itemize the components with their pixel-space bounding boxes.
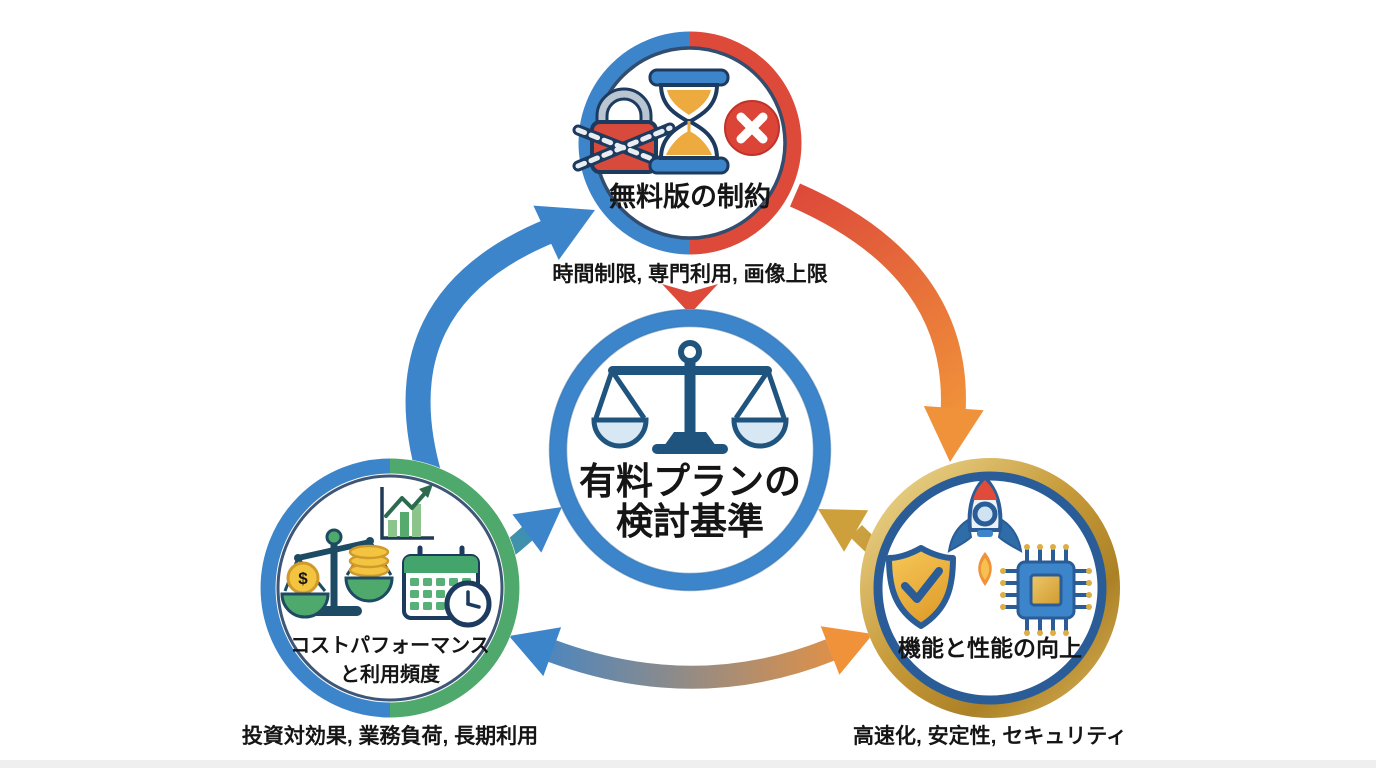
balance-scale-icon <box>591 340 789 454</box>
x-mark-icon <box>724 100 780 156</box>
center-label-line2: 検討基準 <box>616 501 764 542</box>
node-center: 有料プランの 検討基準 <box>548 308 832 592</box>
right-ring-blue <box>873 471 1107 705</box>
node-left-label-line1: コストパフォーマンス <box>290 634 490 657</box>
bottom-edge-line <box>0 760 1376 768</box>
node-top-label: 無料版の制約 <box>609 181 771 212</box>
node-right-label: 機能と性能の向上 <box>898 635 1082 661</box>
growth-bar-chart-icon <box>380 484 434 540</box>
cycle-arrows <box>405 183 984 689</box>
arrow-left-to-top <box>405 205 595 482</box>
top-ring-blue-half <box>578 31 691 255</box>
center-label-line1: 有料プランの <box>579 461 801 502</box>
calendar-clock-icon <box>402 545 492 628</box>
node-top: 無料版の制約 <box>572 31 802 255</box>
arrow-top-to-center <box>662 284 718 314</box>
center-ring <box>549 309 831 591</box>
node-right: 機能と性能の向上 <box>860 458 1120 718</box>
cpu-chip-icon <box>1000 544 1092 636</box>
arrow-bottom-bidirectional <box>509 626 873 689</box>
rocket-icon <box>947 475 1023 586</box>
node-left-label-line2: と利用頻度 <box>340 662 441 686</box>
sublabel-top: 時間制限, 専門利用, 画像上限 <box>552 262 827 286</box>
sublabel-left: 投資対効果, 業務負荷, 長期利用 <box>242 724 538 748</box>
left-ring-green-half <box>389 458 520 718</box>
dollar-sign: $ <box>298 569 308 588</box>
shield-check-icon <box>886 545 956 629</box>
left-ring-blue-half <box>260 458 391 718</box>
hourglass-icon <box>648 68 730 175</box>
right-ring-gold <box>860 458 1120 718</box>
sublabel-right: 高速化, 安定性, セキュリティ <box>853 724 1127 748</box>
arrow-top-to-right <box>789 183 984 462</box>
top-ring-red-half <box>689 31 802 255</box>
sublabels: 時間制限, 専門利用, 画像上限 投資対効果, 業務負荷, 長期利用 高速化, … <box>242 262 1127 748</box>
tilted-balance-coins-icon: $ <box>280 528 394 619</box>
node-left: $ <box>260 458 520 718</box>
